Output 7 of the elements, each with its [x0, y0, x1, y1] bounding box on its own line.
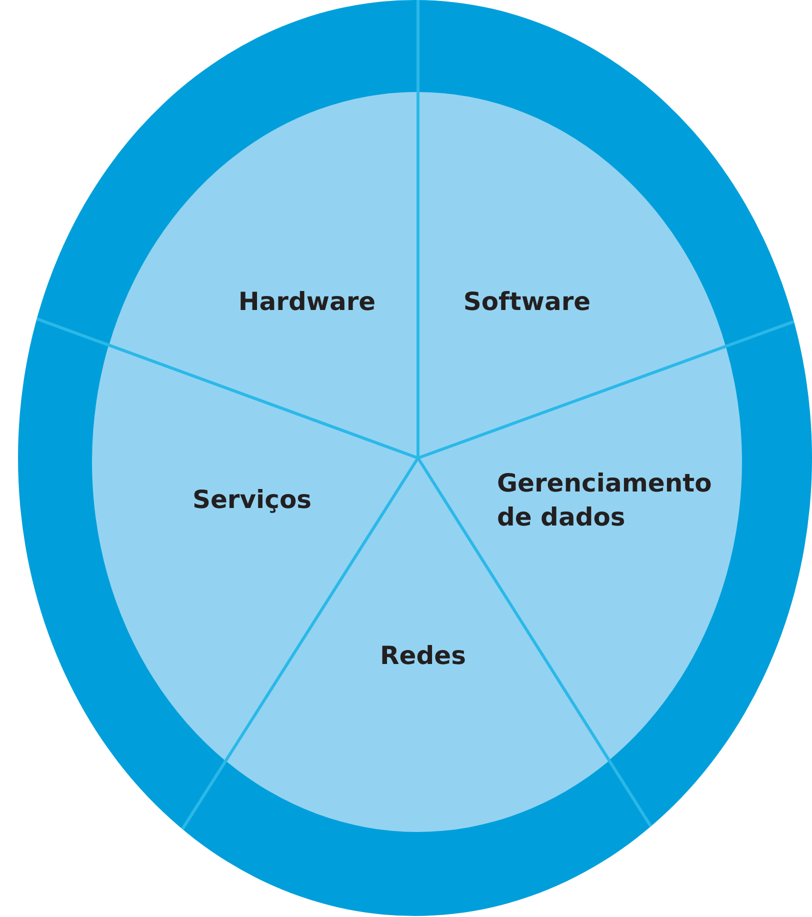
- pie-segment: [418, 92, 726, 458]
- segment-label: Redes: [379, 640, 467, 672]
- segment-label: Serviços: [191, 484, 312, 516]
- pie-segment: [108, 92, 418, 458]
- segment-label: Software: [462, 286, 592, 318]
- segment-label: Hardware: [237, 286, 377, 318]
- segment-label: Gerenciamento de dados: [497, 467, 713, 533]
